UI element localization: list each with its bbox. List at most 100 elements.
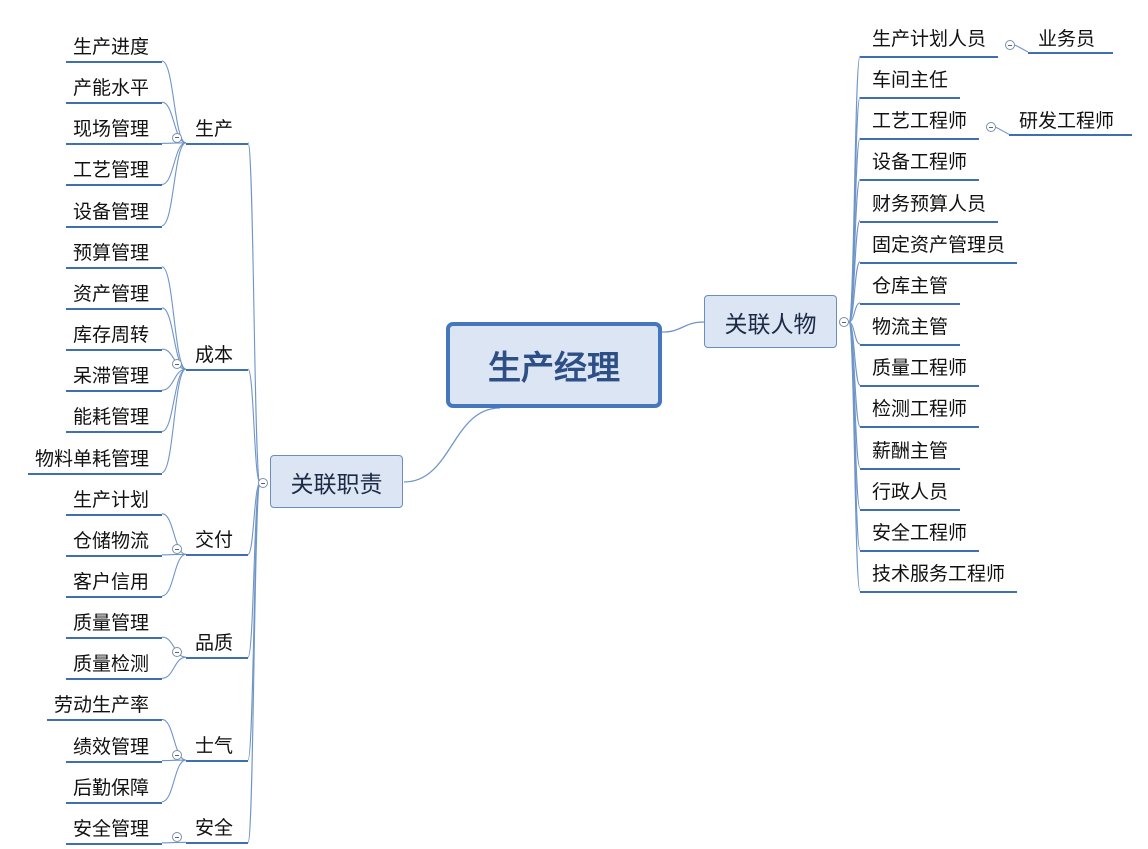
group-collapse-icon[interactable]: [172, 647, 182, 658]
leaf-underline: [47, 719, 162, 722]
person-underline: [860, 549, 979, 552]
person-underline: [860, 97, 960, 100]
group-to-leaf-connector: [161, 101, 187, 144]
group-to-leaf-connector: [161, 368, 187, 474]
person-item[interactable]: 固定资产管理员: [872, 233, 1006, 256]
person-item[interactable]: 质量工程师: [872, 357, 968, 380]
duty-leaf[interactable]: 资产管理: [72, 282, 149, 305]
people-topic[interactable]: 关联人物: [704, 295, 837, 348]
person-underline: [860, 426, 979, 429]
person-item[interactable]: 生产计划人员: [872, 28, 987, 50]
leaf-underline: [66, 842, 162, 845]
group-to-leaf-connector: [161, 348, 187, 370]
duty-group[interactable]: 安全: [195, 817, 234, 840]
duty-leaf[interactable]: 呆滞管理: [72, 365, 149, 388]
people-to-person-connector: [848, 261, 861, 323]
duty-group[interactable]: 交付: [195, 529, 234, 552]
group-to-leaf-connector: [161, 759, 187, 762]
person-item[interactable]: 工艺工程师: [872, 110, 968, 133]
people-to-person-connector: [848, 302, 861, 323]
duty-group[interactable]: 士气: [195, 735, 234, 758]
duty-group[interactable]: 成本: [195, 344, 234, 367]
person-item[interactable]: 技术服务工程师: [872, 562, 1006, 585]
group-to-leaf-connector: [161, 60, 187, 144]
duty-leaf[interactable]: 库存周转: [72, 324, 149, 347]
group-collapse-icon[interactable]: [172, 750, 182, 761]
duty-leaf[interactable]: 生产进度: [72, 36, 149, 58]
leaf-underline: [66, 595, 162, 598]
group-underline: [186, 760, 248, 763]
duty-group[interactable]: 生产: [195, 117, 234, 140]
leaf-underline: [66, 431, 162, 434]
duties-topic[interactable]: 关联职责: [270, 455, 403, 508]
people-collapse-icon[interactable]: [839, 317, 849, 327]
person-item[interactable]: 检测工程师: [872, 398, 968, 421]
group-collapse-icon[interactable]: [172, 544, 182, 555]
root-to-people-connector: [661, 321, 705, 333]
group-underline: [186, 142, 248, 145]
duty-leaf[interactable]: 产能水平: [72, 77, 149, 100]
person-underline: [860, 467, 960, 470]
person-item[interactable]: 车间主任: [872, 69, 949, 92]
duty-leaf[interactable]: 质量管理: [72, 612, 149, 635]
group-collapse-icon[interactable]: [172, 132, 182, 143]
trunk-to-group-connector: [247, 482, 261, 843]
leaf-underline: [66, 102, 162, 105]
person-item[interactable]: 行政人员: [872, 480, 949, 503]
duty-leaf[interactable]: 现场管理: [72, 118, 149, 141]
group-to-leaf-connector: [161, 636, 187, 658]
person-item[interactable]: 设备工程师: [872, 151, 968, 174]
group-to-leaf-connector: [161, 759, 187, 803]
person-item[interactable]: 安全工程师: [872, 521, 968, 544]
person-item[interactable]: 财务预算人员: [872, 192, 987, 215]
root-topic[interactable]: 生产经理: [446, 322, 662, 408]
group-collapse-icon[interactable]: [172, 359, 182, 370]
person-item[interactable]: 仓库主管: [872, 274, 949, 297]
person-child[interactable]: 研发工程师: [1019, 110, 1115, 133]
duty-leaf[interactable]: 物料单耗管理: [34, 447, 149, 470]
person-item[interactable]: 物流主管: [872, 316, 949, 339]
group-to-leaf-connector: [161, 656, 187, 679]
group-underline: [186, 554, 248, 557]
duty-leaf[interactable]: 生产计划: [72, 488, 149, 511]
duty-leaf[interactable]: 工艺管理: [72, 159, 149, 182]
leaf-underline: [66, 184, 162, 187]
group-to-leaf-connector: [161, 266, 187, 370]
person-underline: [860, 179, 979, 182]
duty-leaf[interactable]: 后勤保障: [72, 776, 149, 799]
duty-leaf[interactable]: 预算管理: [72, 241, 149, 264]
person-item[interactable]: 薪酬主管: [872, 439, 949, 462]
duty-leaf[interactable]: 劳动生产率: [53, 694, 149, 717]
duty-leaf[interactable]: 客户信用: [72, 570, 149, 593]
person-collapse-icon[interactable]: [1005, 40, 1015, 50]
group-to-leaf-connector: [161, 718, 187, 761]
person-collapse-icon[interactable]: [986, 122, 996, 133]
duty-leaf[interactable]: 仓储物流: [72, 529, 149, 552]
group-to-leaf-connector: [161, 368, 187, 432]
group-to-leaf-connector: [161, 513, 187, 555]
person-underline: [860, 138, 979, 141]
root-to-duties-connector: [403, 407, 501, 483]
people-to-person-connector: [848, 321, 861, 592]
person-to-child-connector: [1014, 44, 1029, 53]
group-to-leaf-connector: [161, 553, 187, 556]
group-to-leaf-connector: [161, 841, 187, 844]
duty-leaf[interactable]: 设备管理: [72, 200, 149, 223]
person-child[interactable]: 业务员: [1038, 28, 1096, 50]
leaf-underline: [66, 801, 162, 804]
duty-leaf[interactable]: 安全管理: [72, 817, 149, 840]
group-underline: [186, 842, 248, 845]
duty-leaf[interactable]: 能耗管理: [72, 406, 149, 429]
duty-leaf[interactable]: 绩效管理: [72, 735, 149, 758]
duties-collapse-icon[interactable]: [258, 478, 268, 488]
child-underline: [1009, 134, 1132, 137]
group-to-leaf-connector: [161, 307, 187, 370]
duty-leaf[interactable]: 质量检测: [72, 653, 149, 676]
leaf-underline: [66, 678, 162, 681]
group-to-leaf-connector: [161, 142, 187, 227]
group-underline: [186, 657, 248, 660]
group-collapse-icon[interactable]: [172, 832, 182, 843]
leaf-underline: [66, 637, 162, 640]
duty-group[interactable]: 品质: [195, 632, 234, 655]
